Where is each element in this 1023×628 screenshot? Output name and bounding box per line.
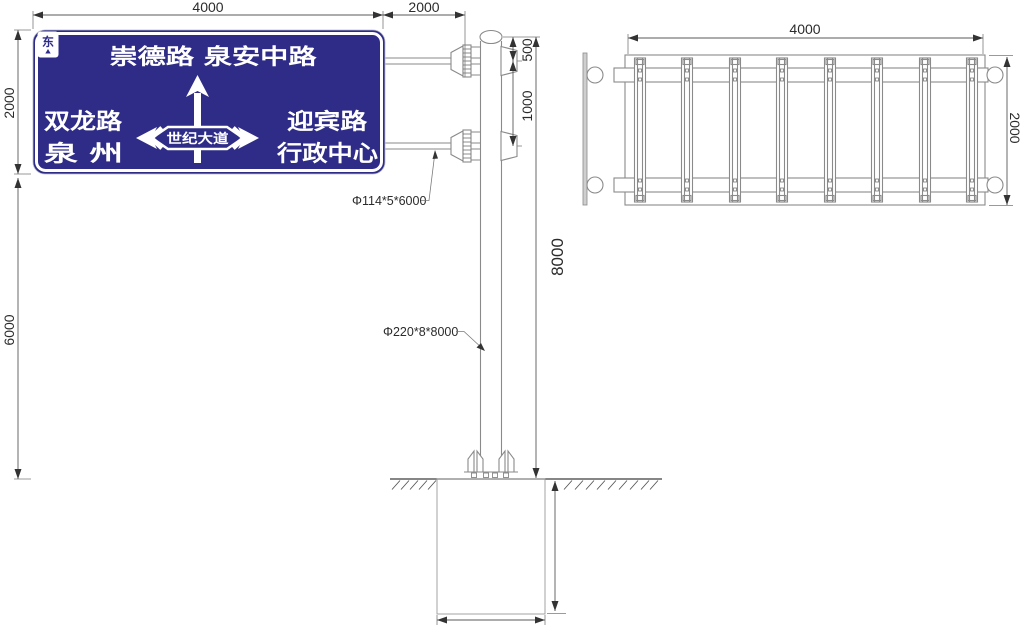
center-road-name: 世纪大道 [167, 131, 229, 147]
panel-rib [823, 57, 837, 203]
dim-text-2000-left: 2000 [1, 87, 17, 118]
badge-north-arrow-icon [45, 49, 51, 54]
lower-clamp-ring-right [986, 176, 1004, 194]
dim-mount-height: 6000 [1, 178, 31, 480]
dim-text-500: 500 [519, 38, 535, 62]
panel-rib [728, 57, 742, 203]
sign-left-line2: 泉 州 [44, 141, 123, 167]
panel-rib [918, 57, 932, 203]
foundation-block [436, 478, 546, 615]
badge-text: 东 [42, 34, 54, 49]
left-arrow-icon [136, 127, 157, 149]
pole-spec-text: Φ220*8*8000 [383, 325, 458, 339]
panel-rib [870, 57, 884, 203]
lower-clamp-ring-side [586, 176, 604, 194]
foundation-depth-dimension [547, 481, 566, 614]
dim-pole-height: 8000 [532, 37, 567, 478]
dim-text-6000: 6000 [1, 314, 17, 345]
dim-sign-to-pole: 2000 [383, 0, 466, 77]
sign-top-line: 崇德路 泉安中路 [110, 44, 318, 70]
junction-arrow-symbol: 世纪大道 [136, 75, 259, 163]
dim-back-height: 2000 [989, 55, 1023, 206]
direction-badge: 东 [37, 31, 59, 58]
right-arrow-icon [238, 127, 259, 149]
dim-text-8000: 8000 [548, 238, 567, 276]
panel-edge-side-view [582, 52, 604, 206]
upper-clamp-ring-side [586, 66, 604, 84]
sign-panel-front: 东 崇德路 泉安中路 双龙路 泉 州 迎宾路 行政中心 世纪大道 [32, 29, 386, 175]
dim-text-2000-back: 2000 [1007, 112, 1023, 143]
panel-rib [965, 57, 979, 203]
dim-back-width: 4000 [627, 21, 984, 54]
panel-rib [775, 57, 789, 203]
dim-text-4000-back: 4000 [789, 21, 820, 37]
arm-spec-text: Φ114*5*6000 [352, 194, 426, 208]
up-arrow-icon [186, 75, 209, 97]
arm-spec-label: Φ114*5*6000 [352, 150, 438, 208]
upper-rail [613, 67, 989, 83]
dim-text-2000-top: 2000 [408, 0, 439, 15]
panel-rib [680, 57, 694, 203]
lower-rail [613, 177, 989, 193]
lower-clamp [450, 129, 518, 163]
pole-base [464, 449, 518, 478]
ground-hatch-left [391, 480, 437, 490]
dim-sign-height: 2000 [1, 29, 31, 175]
sign-left-line1: 双龙路 [44, 109, 123, 135]
sign-right-line2: 行政中心 [276, 141, 378, 167]
upper-clamp-ring-right [986, 66, 1004, 84]
dim-sign-width: 4000 [32, 0, 384, 29]
dim-text-4000: 4000 [192, 0, 223, 15]
panel-rib [633, 57, 647, 203]
dim-text-1000: 1000 [519, 90, 535, 121]
sign-panel-rear-view [613, 54, 1004, 206]
upper-clamp [450, 44, 518, 78]
foundation-width-dimension [436, 615, 546, 625]
sign-right-line1: 迎宾路 [287, 109, 368, 135]
pole-spec-label: Φ220*8*8000 [383, 325, 485, 351]
pole [479, 29, 503, 472]
ground-line [390, 478, 662, 490]
ground-hatch-right [563, 480, 659, 490]
dim-pole-top-offset: 500 1000 [503, 36, 540, 147]
